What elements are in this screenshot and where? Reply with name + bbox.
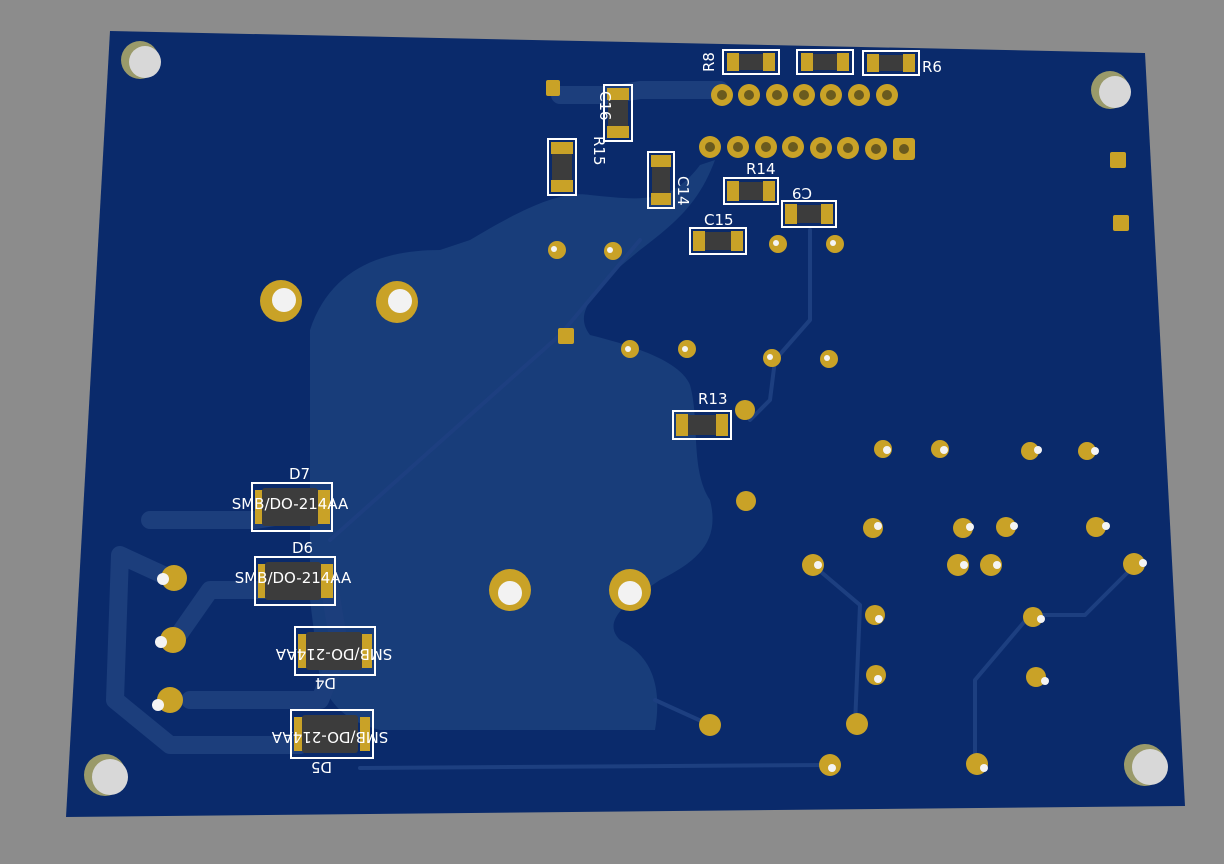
diode-marking: SMB/DO-214AA (235, 569, 352, 587)
capacitor-C9 (781, 200, 837, 228)
resistor-R6 (862, 50, 920, 76)
label-D4: D4 (315, 674, 336, 692)
diode-marking: SMB/DO-214AA (275, 645, 392, 663)
resistor-R13 (672, 410, 732, 440)
resistor-middle (796, 49, 854, 75)
diodes: SMB/DO-214AA SMB/DO-214AA SMB/DO-214AA S… (232, 482, 392, 759)
silkscreen-labels: R8 R6 C16 R15 C14 R14 C9 C15 R13 D7 D6 D… (289, 52, 942, 776)
resistor-R8 (722, 49, 780, 75)
diode-D7: SMB/DO-214AA (232, 482, 349, 532)
diode-marking: SMB/DO-214AA (232, 495, 349, 513)
large-plated-holes (260, 280, 651, 611)
label-C16: C16 (596, 91, 614, 121)
capacitor-C14 (647, 151, 675, 209)
label-C9: C9 (792, 184, 812, 202)
label-D6: D6 (292, 539, 313, 557)
label-R13: R13 (698, 390, 728, 408)
square-pads (546, 80, 1129, 344)
label-D7: D7 (289, 465, 310, 483)
label-C15: C15 (704, 211, 734, 229)
diode-marking: SMB/DO-214AA (271, 728, 388, 746)
label-R15: R15 (590, 136, 608, 166)
label-D5: D5 (311, 758, 332, 776)
resistor-R15 (547, 138, 577, 196)
smd-passives (547, 49, 920, 440)
vias (152, 235, 1147, 776)
resistor-R14 (723, 177, 779, 205)
diode-D4: SMB/DO-214AA (275, 626, 392, 676)
label-R14: R14 (746, 160, 776, 178)
diode-D6: SMB/DO-214AA (235, 556, 352, 606)
label-R6: R6 (922, 58, 942, 76)
capacitor-C15 (689, 227, 747, 255)
mounting-holes (84, 41, 1168, 796)
label-R8: R8 (700, 52, 718, 72)
label-C14: C14 (674, 176, 692, 206)
diode-D5: SMB/DO-214AA (271, 709, 388, 759)
capacitor-C16 (603, 84, 633, 142)
